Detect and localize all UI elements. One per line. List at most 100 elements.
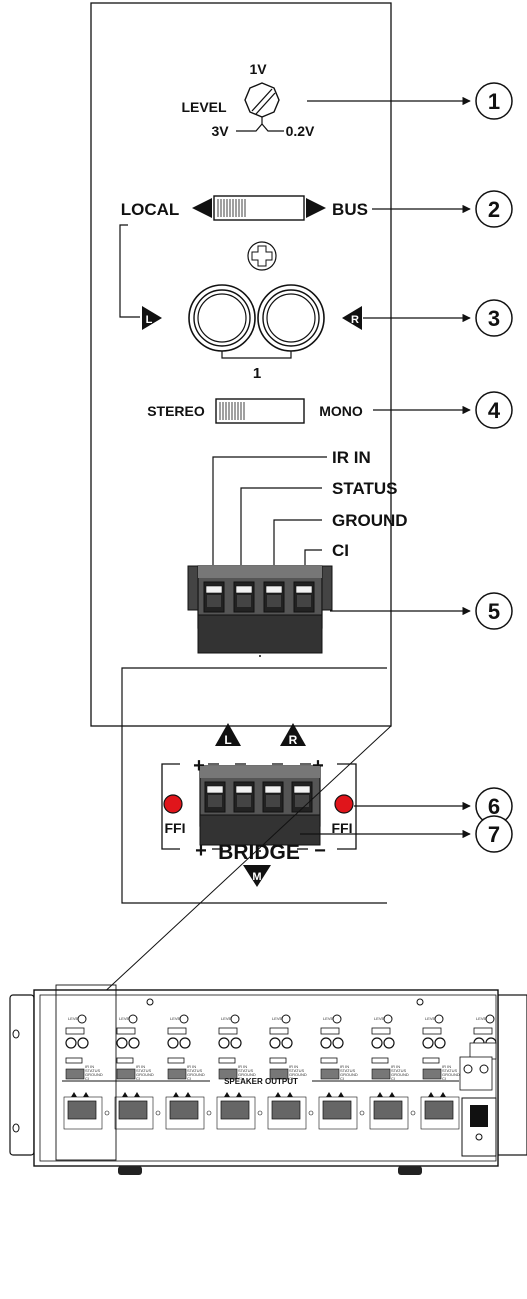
svg-text:STATUS: STATUS — [85, 1068, 101, 1073]
svg-text:IR IN: IR IN — [340, 1064, 349, 1069]
svg-text:L: L — [146, 314, 153, 326]
left-rca-input[interactable] — [188, 284, 256, 352]
svg-text:CI: CI — [391, 1076, 395, 1081]
rear-speaker-terminal — [63, 1092, 110, 1130]
svg-text:7: 7 — [488, 822, 500, 847]
bridge-plus: + — [195, 840, 207, 862]
svg-text:CI: CI — [136, 1076, 140, 1081]
svg-text:LEVEL: LEVEL — [425, 1016, 438, 1021]
svg-text:CI: CI — [289, 1076, 293, 1081]
bridge-minus: − — [314, 840, 326, 862]
output-plus-left: + — [193, 755, 205, 777]
level-knob[interactable] — [236, 82, 284, 132]
svg-text:STATUS: STATUS — [442, 1068, 458, 1073]
svg-text:R: R — [289, 733, 298, 747]
control-terminal-block[interactable] — [187, 565, 333, 657]
terminal-pin-icon — [293, 581, 315, 613]
input-pair-label: 1 — [253, 365, 261, 382]
rear-speaker-terminal — [216, 1092, 263, 1130]
svg-text:LEVEL: LEVEL — [476, 1016, 489, 1021]
svg-text:LEVEL: LEVEL — [119, 1016, 132, 1021]
rear-speaker-terminal — [114, 1092, 161, 1130]
svg-text:IR IN: IR IN — [136, 1064, 145, 1069]
zoom-leader-line — [84, 725, 392, 1011]
svg-text:STATUS: STATUS — [238, 1068, 254, 1073]
rear-speaker-terminal — [318, 1092, 365, 1130]
svg-text:LEVEL: LEVEL — [68, 1016, 81, 1021]
stereo-mono-switch[interactable] — [215, 398, 305, 424]
svg-text:2: 2 — [488, 197, 500, 222]
svg-text:IR IN: IR IN — [391, 1064, 400, 1069]
ffi-right-label: FFI — [332, 820, 353, 836]
svg-text:GROUND: GROUND — [340, 1072, 358, 1077]
svg-text:CI: CI — [442, 1076, 446, 1081]
svg-text:4: 4 — [488, 398, 501, 423]
callout-leaders — [300, 96, 471, 839]
svg-text:LEVEL: LEVEL — [221, 1016, 234, 1021]
svg-text:LEVEL: LEVEL — [374, 1016, 387, 1021]
speaker-terminal-block[interactable] — [199, 765, 321, 852]
svg-text:6: 6 — [488, 794, 500, 819]
callout-4: 4 — [475, 391, 513, 429]
terminal-label-status: STATUS — [332, 479, 397, 498]
ffi-right-led-icon — [334, 794, 354, 814]
input-pair-bracket — [221, 351, 292, 359]
local-bus-switch[interactable] — [213, 195, 305, 221]
svg-text:STATUS: STATUS — [136, 1068, 152, 1073]
callout-2: 2 — [475, 190, 513, 228]
level-title: LEVEL — [181, 99, 227, 115]
svg-text:STATUS: STATUS — [187, 1068, 203, 1073]
terminal-pin-icon — [291, 781, 313, 813]
terminal-label-ground: GROUND — [332, 511, 408, 530]
svg-text:GROUND: GROUND — [442, 1072, 460, 1077]
bus-label: BUS — [332, 200, 368, 219]
svg-text:1: 1 — [488, 89, 500, 114]
terminal-leader-lines — [212, 456, 327, 565]
right-rca-input[interactable] — [257, 284, 325, 352]
level-3v-label: 3V — [211, 123, 229, 139]
terminal-pin-icon — [263, 581, 285, 613]
svg-text:3: 3 — [488, 306, 500, 331]
rear-speaker-terminal — [369, 1092, 416, 1130]
terminal-pin-icon — [233, 781, 255, 813]
right-output-badge: R — [280, 723, 306, 747]
callout-1: 1 — [475, 82, 513, 120]
svg-text:LEVEL: LEVEL — [323, 1016, 336, 1021]
ground-screw-icon — [247, 241, 277, 271]
callout-3: 3 — [475, 299, 513, 337]
local-label: LOCAL — [121, 200, 180, 219]
callout-5: 5 — [475, 592, 513, 630]
svg-text:CI: CI — [187, 1076, 191, 1081]
left-output-badge: L — [215, 723, 241, 747]
terminal-pin-icon — [262, 781, 284, 813]
svg-text:GROUND: GROUND — [136, 1072, 154, 1077]
level-02v-label: 0.2V — [286, 123, 315, 139]
local-arrow-icon — [192, 198, 212, 218]
svg-text:LEVEL: LEVEL — [272, 1016, 285, 1021]
callout-6: 6 — [475, 787, 513, 825]
terminal-label-ci: CI — [332, 541, 349, 560]
speaker-output-inset — [121, 667, 387, 904]
level-1v-label: 1V — [249, 61, 267, 77]
terminal-label-ir-in: IR IN — [332, 448, 371, 467]
callout-7: 7 — [475, 815, 513, 853]
svg-text:5: 5 — [488, 599, 500, 624]
rear-speaker-terminal — [165, 1092, 212, 1130]
terminal-pin-icon — [233, 581, 255, 613]
mono-label: MONO — [319, 403, 363, 419]
svg-text:STATUS: STATUS — [391, 1068, 407, 1073]
svg-text:GROUND: GROUND — [289, 1072, 307, 1077]
svg-text:GROUND: GROUND — [391, 1072, 409, 1077]
bus-arrow-icon — [306, 198, 326, 218]
svg-text:GROUND: GROUND — [238, 1072, 256, 1077]
bridge-mono-badge: M — [243, 865, 271, 887]
